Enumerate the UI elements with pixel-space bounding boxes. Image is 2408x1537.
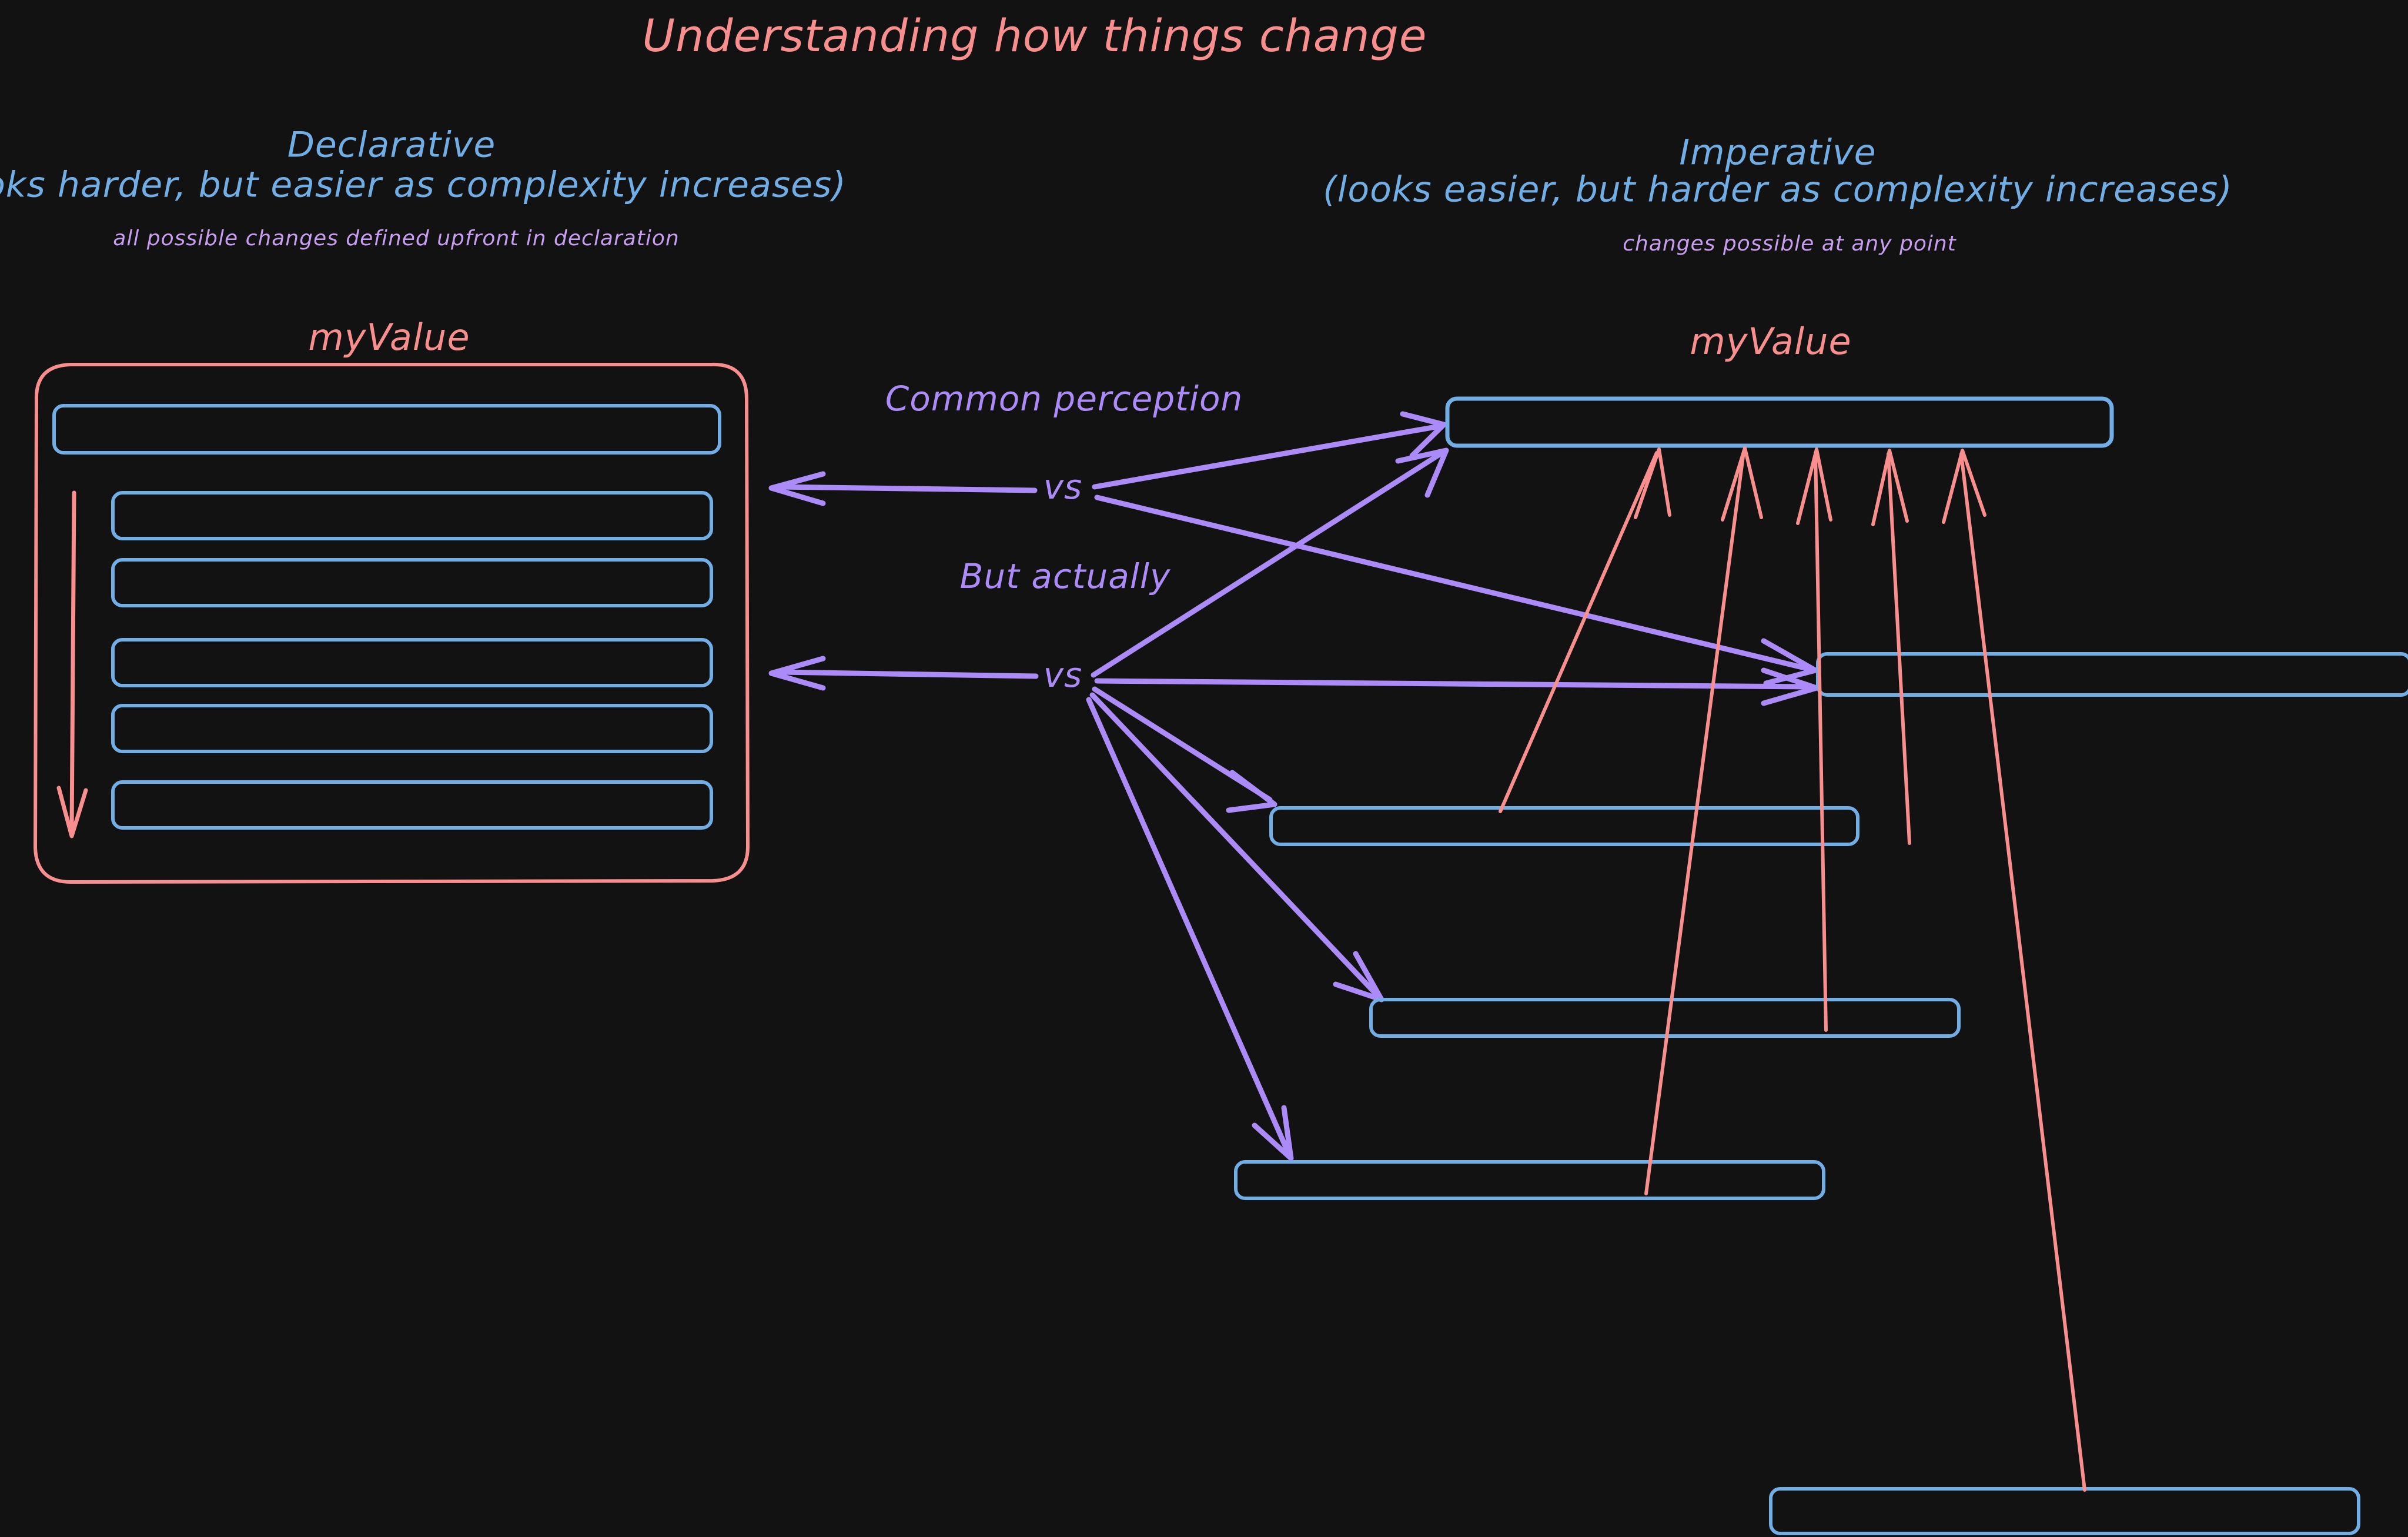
declarative-container[interactable] <box>34 362 750 884</box>
declarative-rows <box>111 491 713 830</box>
imperative-heading: Imperative <box>1679 132 1876 173</box>
declarative-row-2[interactable] <box>111 558 713 607</box>
arrow-perception-to-declarative <box>768 471 1038 506</box>
arrow-actually-to-change-2 <box>1092 686 1277 813</box>
comparison-vs-common-perception: vs <box>1044 467 1083 507</box>
declarative-header-bar-shape <box>52 404 721 455</box>
declarative-heading: Declarative <box>287 125 496 166</box>
page-title: Understanding how things change <box>642 9 1427 62</box>
imperative-change-1[interactable] <box>1816 652 2408 697</box>
change-arrow-2-icon <box>1644 446 1763 1195</box>
imperative-change-3[interactable] <box>1369 998 1961 1038</box>
imperative-change-2[interactable] <box>1269 806 1859 846</box>
arrow-actually-to-change-4 <box>1086 697 1294 1161</box>
change-arrow-5-icon <box>1942 449 2086 1492</box>
declarative-flow-arrow-icon <box>56 490 88 838</box>
arrow-perception-to-imperative-change <box>1094 494 1818 686</box>
declarative-row-5[interactable] <box>111 780 713 830</box>
declarative-row-1[interactable] <box>111 491 713 540</box>
arrow-actually-to-change-3 <box>1089 692 1384 1003</box>
declarative-frame <box>34 362 750 884</box>
imperative-change-4[interactable] <box>1234 1160 1825 1200</box>
comparison-label-but-actually: But actually <box>960 556 1171 596</box>
declarative-row-4[interactable] <box>111 704 713 753</box>
declarative-subheading: (looks harder, but easier as complexity … <box>0 165 847 206</box>
comparison-vs-but-actually: vs <box>1044 655 1083 695</box>
declarative-value-label: myValue <box>308 316 470 359</box>
imperative-value-label: myValue <box>1690 320 1851 363</box>
imperative-change-5[interactable] <box>1769 1487 2360 1535</box>
arrow-actually-to-declarative <box>768 656 1039 691</box>
comparison-label-common-perception: Common perception <box>885 379 1243 419</box>
arrow-actually-to-change-1 <box>1094 667 1820 706</box>
arrow-actually-to-imperative-value <box>1091 447 1449 678</box>
declarative-note: all possible changes defined upfront in … <box>113 226 679 250</box>
change-arrow-3-icon <box>1796 447 1832 1032</box>
arrow-perception-to-imperative-value <box>1092 411 1447 490</box>
change-arrow-1-icon <box>1499 447 1671 813</box>
change-arrow-4-icon <box>1871 449 1911 845</box>
imperative-value-box[interactable] <box>1445 396 2114 448</box>
declarative-header-bar[interactable] <box>52 404 721 455</box>
declarative-row-3[interactable] <box>111 638 713 687</box>
imperative-subheading: (looks easier, but harder as complexity … <box>1323 169 2232 210</box>
imperative-note: changes possible at any point <box>1623 232 1956 256</box>
